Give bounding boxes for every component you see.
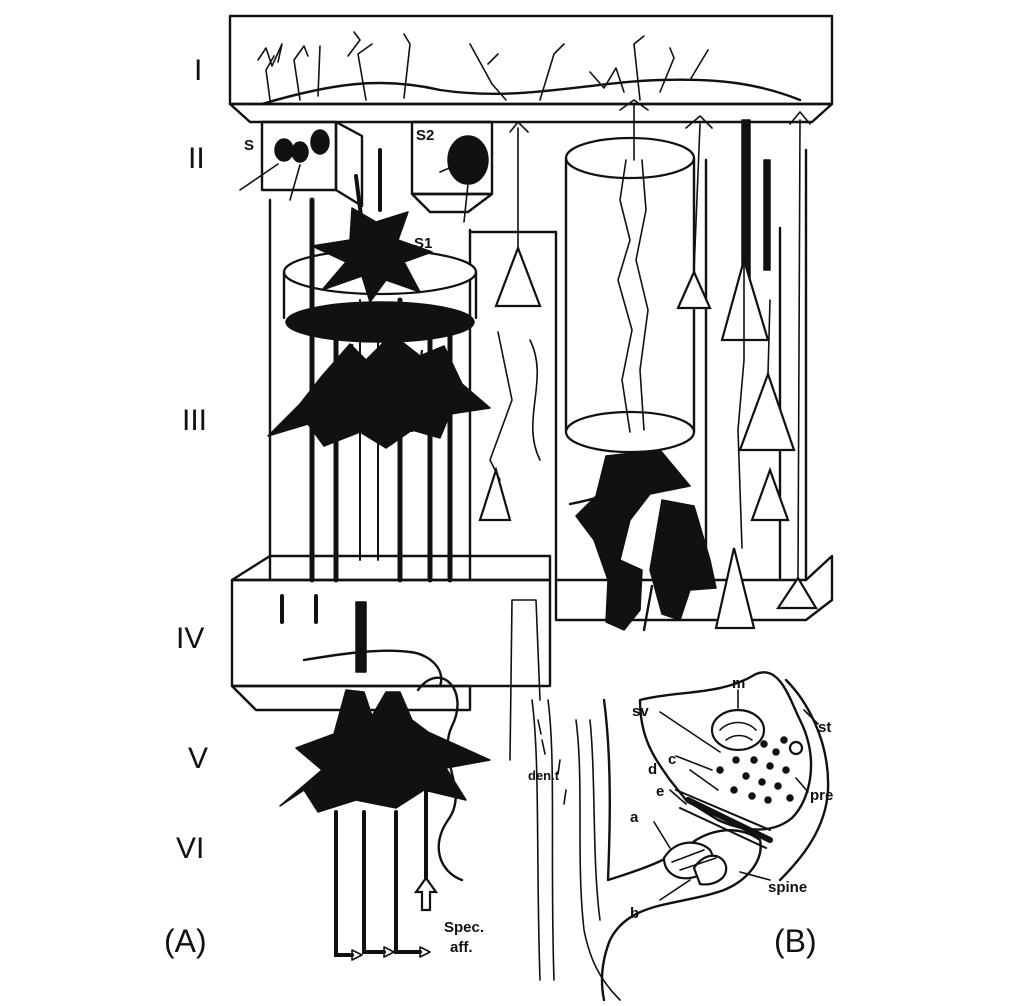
panel-a-column (228, 14, 834, 961)
label-spine: spine (768, 879, 807, 896)
label-d: d (648, 761, 657, 778)
layer-label-iii: III (182, 404, 207, 437)
label-b: b (630, 905, 639, 922)
label-den-t: den.t (528, 768, 560, 783)
label-a: a (630, 809, 639, 826)
label-spec: Spec. (444, 919, 484, 936)
layer-label-vi: VI (176, 832, 204, 865)
label-e: e (656, 783, 664, 800)
layer-label-ii: II (188, 142, 205, 175)
label-sv: sv (632, 703, 649, 720)
panel-label-a: (A) (164, 923, 207, 959)
label-pre: pre (810, 787, 833, 804)
label-m: m (732, 675, 745, 692)
label-s: S (244, 137, 254, 154)
layer-label-v: V (188, 742, 208, 775)
panel-label-b: (B) (774, 923, 817, 959)
label-s1: S1 (414, 235, 432, 252)
panel-b-synapse (531, 671, 830, 1002)
label-s2: S2 (416, 127, 434, 144)
label-aff: aff. (450, 939, 473, 956)
layer-label-i: I (194, 54, 202, 87)
layer-label-iv: IV (176, 622, 204, 655)
label-c: c (668, 751, 676, 768)
label-st: st (818, 719, 831, 736)
